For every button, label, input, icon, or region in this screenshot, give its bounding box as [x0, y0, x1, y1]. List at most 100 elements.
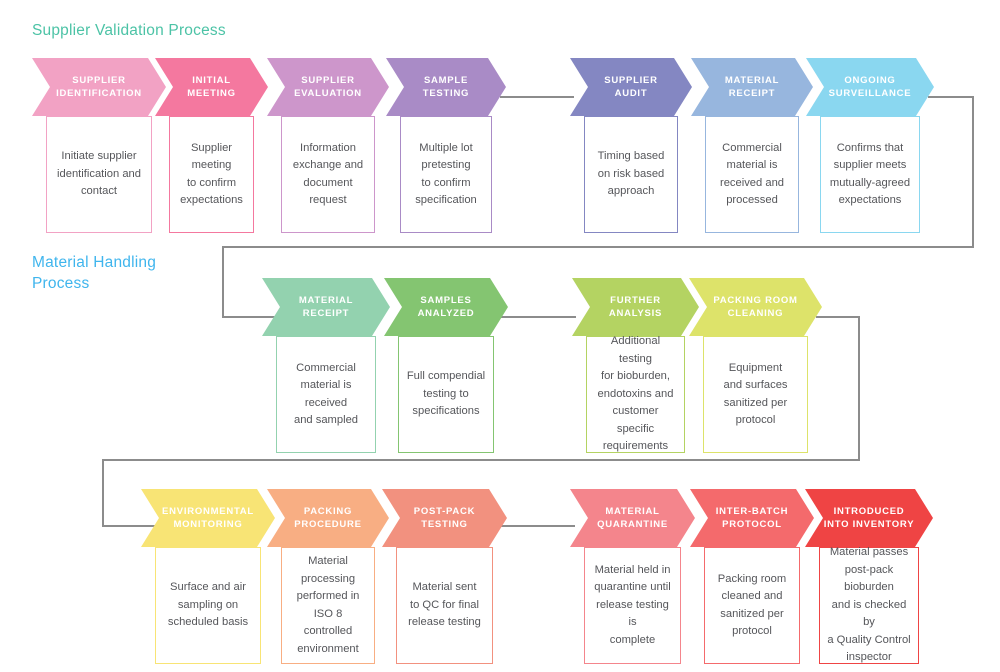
step-chevron[interactable]: SUPPLIER AUDIT — [570, 58, 692, 116]
step-title: MATERIAL RECEIPT — [724, 75, 780, 99]
process-step[interactable]: MATERIAL RECEIPT Commercial material is r… — [262, 278, 390, 453]
process-step[interactable]: INTER-BATCH PROTOCOL Packing room cleaned… — [690, 489, 814, 664]
process-row-material-handling-process-part-1: MATERIAL RECEIPT Commercial material is r… — [0, 278, 1000, 453]
connector-row2-to-row3-down — [858, 316, 860, 461]
process-step[interactable]: ONGOING SURVEILLANCE Confirms that suppli… — [806, 58, 934, 233]
step-body: Material passes post-pack bioburden and … — [819, 546, 919, 664]
step-chevron[interactable]: FURTHER ANALYSIS — [572, 278, 699, 336]
step-chevron[interactable]: SUPPLIER IDENTIFICATION — [32, 58, 166, 116]
step-description: Full compendial testing to specification… — [406, 370, 486, 418]
connector-row1-gap — [500, 96, 574, 98]
step-body: Material held in quarantine until releas… — [584, 547, 681, 664]
step-title: MATERIAL RECEIPT — [298, 295, 354, 319]
step-title: ENVIRONMENTAL MONITORING — [162, 506, 254, 530]
step-title: INTER-BATCH PROTOCOL — [715, 506, 789, 530]
step-description: Equipment and surfaces sanitized per pro… — [723, 361, 788, 427]
process-step[interactable]: SUPPLIER AUDIT Timing based on risk based… — [570, 58, 692, 233]
process-step[interactable]: SAMPLE TESTING Multiple lot pretesting to… — [386, 58, 506, 233]
process-step[interactable]: INTRODUCED INTO INVENTORY Material passes… — [805, 489, 933, 664]
step-body: Material sent to QC for final release te… — [396, 547, 493, 664]
connector-row2-gap — [500, 316, 576, 318]
step-description: Surface and air sampling on scheduled ba… — [167, 581, 249, 629]
step-description: Packing room cleaned and sanitized per p… — [717, 572, 787, 638]
step-body: Initiate supplier identification and con… — [46, 116, 152, 233]
step-chevron[interactable]: PACKING PROCEDURE — [267, 489, 389, 547]
step-title: SAMPLES ANALYZED — [417, 295, 475, 319]
step-description: Multiple lot pretesting to confirm speci… — [415, 141, 477, 207]
step-chevron[interactable]: INTER-BATCH PROTOCOL — [690, 489, 814, 547]
step-body: Equipment and surfaces sanitized per pro… — [703, 336, 808, 453]
process-row-supplier-validation-process: SUPPLIER IDENTIFICATION Initiate supplier… — [0, 58, 1000, 233]
connector-row3-entry-down — [102, 459, 104, 527]
process-step[interactable]: POST-PACK TESTING Material sent to QC for… — [382, 489, 507, 664]
step-title: MATERIAL QUARANTINE — [597, 506, 668, 530]
step-description: Additional testing for bioburden, endoto… — [597, 335, 674, 453]
process-row-material-handling-process-part-2: ENVIRONMENTAL MONITORING Surface and air … — [0, 489, 1000, 664]
connector-row2-entry-in — [222, 316, 276, 318]
step-body: Multiple lot pretesting to confirm speci… — [400, 116, 492, 233]
step-chevron[interactable]: SAMPLES ANALYZED — [384, 278, 508, 336]
step-body: Supplier meeting to confirm expectations — [169, 116, 254, 233]
connector-row2-entry-down — [222, 246, 224, 318]
connector-row3-entry-in — [102, 525, 157, 527]
step-description: Material passes post-pack bioburden and … — [827, 546, 911, 664]
step-description: Material sent to QC for final release te… — [408, 581, 481, 629]
step-chevron[interactable]: SUPPLIER EVALUATION — [267, 58, 389, 116]
step-body: Commercial material is received and samp… — [276, 336, 376, 453]
process-step[interactable]: INITIAL MEETING Supplier meeting to confi… — [155, 58, 268, 233]
process-step[interactable]: SUPPLIER EVALUATION Information exchange … — [267, 58, 389, 233]
process-step[interactable]: ENVIRONMENTAL MONITORING Surface and air … — [141, 489, 275, 664]
step-body: Full compendial testing to specification… — [398, 336, 494, 453]
connector-row3-gap — [500, 525, 575, 527]
section-title-supplier-validation: Supplier Validation Process — [32, 22, 226, 39]
process-step[interactable]: MATERIAL QUARANTINE Material held in quar… — [570, 489, 695, 664]
step-chevron[interactable]: SAMPLE TESTING — [386, 58, 506, 116]
step-description: Initiate supplier identification and con… — [57, 150, 141, 198]
connector-row1-to-row2-right — [928, 96, 974, 98]
step-title: FURTHER ANALYSIS — [608, 295, 663, 319]
step-title: POST-PACK TESTING — [413, 506, 476, 530]
process-step[interactable]: PACKING ROOM CLEANING Equipment and surfa… — [689, 278, 822, 453]
step-chevron[interactable]: INITIAL MEETING — [155, 58, 268, 116]
process-step[interactable]: FURTHER ANALYSIS Additional testing for b… — [572, 278, 699, 453]
step-title: SUPPLIER IDENTIFICATION — [56, 75, 142, 99]
step-body: Material processing performed in ISO 8 c… — [281, 547, 375, 664]
step-chevron[interactable]: ONGOING SURVEILLANCE — [806, 58, 934, 116]
step-chevron[interactable]: ENVIRONMENTAL MONITORING — [141, 489, 275, 547]
step-description: Information exchange and document reques… — [292, 141, 364, 207]
step-description: Timing based on risk based approach — [597, 150, 665, 198]
step-title: SUPPLIER AUDIT — [604, 75, 658, 99]
step-title: SUPPLIER EVALUATION — [294, 75, 362, 99]
step-title: ONGOING SURVEILLANCE — [828, 75, 912, 99]
section-title-material-handling: Material Handling Process — [32, 254, 157, 292]
step-body: Timing based on risk based approach — [584, 116, 678, 233]
step-chevron[interactable]: POST-PACK TESTING — [382, 489, 507, 547]
step-chevron[interactable]: MATERIAL QUARANTINE — [570, 489, 695, 547]
step-chevron[interactable]: MATERIAL RECEIPT — [691, 58, 813, 116]
process-step[interactable]: PACKING PROCEDURE Material processing per… — [267, 489, 389, 664]
step-description: Material processing performed in ISO 8 c… — [296, 555, 360, 655]
step-description: Confirms that supplier meets mutually-ag… — [829, 141, 911, 207]
connector-row2-to-row3-right — [816, 316, 860, 318]
step-title: SAMPLE TESTING — [422, 75, 470, 99]
process-step[interactable]: MATERIAL RECEIPT Commercial material is r… — [691, 58, 813, 233]
process-step[interactable]: SUPPLIER IDENTIFICATION Initiate supplier… — [32, 58, 166, 233]
step-body: Commercial material is received and proc… — [705, 116, 799, 233]
step-body: Surface and air sampling on scheduled ba… — [155, 547, 261, 664]
connector-row1-to-row2-down — [972, 96, 974, 248]
step-chevron[interactable]: PACKING ROOM CLEANING — [689, 278, 822, 336]
step-description: Commercial material is received and samp… — [293, 361, 359, 427]
connector-row2-to-row3-left — [102, 459, 860, 461]
step-body: Additional testing for bioburden, endoto… — [586, 335, 685, 453]
step-title: PACKING ROOM CLEANING — [713, 295, 798, 319]
step-description: Commercial material is received and proc… — [719, 141, 785, 207]
step-chevron[interactable]: INTRODUCED INTO INVENTORY — [805, 489, 933, 547]
process-step[interactable]: SAMPLES ANALYZED Full compendial testing … — [384, 278, 508, 453]
step-description: Material held in quarantine until releas… — [594, 563, 671, 646]
step-title: INTRODUCED INTO INVENTORY — [823, 506, 915, 530]
step-chevron[interactable]: MATERIAL RECEIPT — [262, 278, 390, 336]
step-description: Supplier meeting to confirm expectations — [180, 141, 243, 207]
step-body: Information exchange and document reques… — [281, 116, 375, 233]
step-body: Packing room cleaned and sanitized per p… — [704, 547, 800, 664]
